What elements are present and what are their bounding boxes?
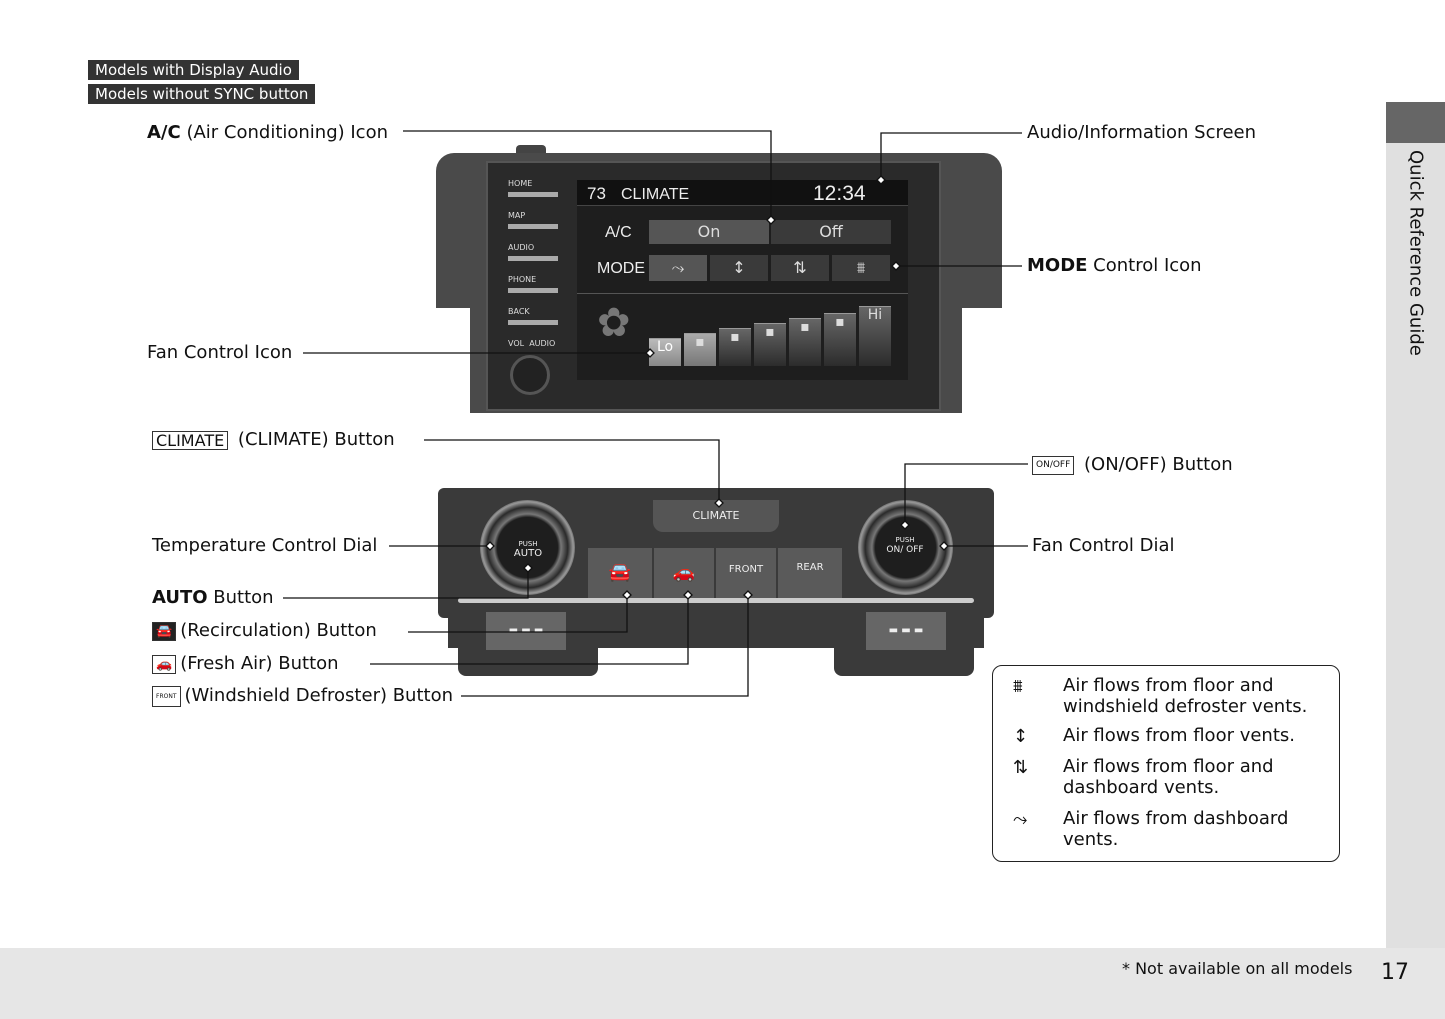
- climate-screen: 73 CLIMATE 12:34 A/C On Off MODE ⤳ ↕ ⇅ ⩩…: [577, 180, 908, 380]
- fan-level-5[interactable]: ▪: [789, 318, 821, 366]
- mode-label: MODE: [597, 260, 645, 277]
- label-audio-screen: Audio/Information Screen: [1027, 122, 1257, 143]
- fresh-air-icon: 🚗: [152, 654, 177, 674]
- climate-icon: CLIMATE: [152, 430, 229, 450]
- fan-level-4[interactable]: ▪: [754, 323, 786, 366]
- fan-level-hi[interactable]: Hi: [859, 306, 891, 366]
- legend-item: Air flows from floor and windshield defr…: [1063, 675, 1308, 717]
- audio-button[interactable]: AUDIO: [508, 243, 558, 275]
- on-off-icon: ON/OFF: [1032, 455, 1075, 475]
- ac-off-button[interactable]: Off: [771, 220, 891, 244]
- recirculation-icon: 🚘: [152, 621, 177, 641]
- climate-button[interactable]: CLIMATE: [653, 500, 779, 532]
- fan-level-6[interactable]: ▪: [824, 313, 856, 366]
- side-tab-bar: [1386, 102, 1445, 948]
- legend-item: Air flows from dashboard vents.: [1063, 808, 1289, 850]
- floor-vent-icon: ↕: [1013, 726, 1029, 747]
- fan-level-2[interactable]: ▪: [684, 333, 716, 366]
- front-defroster-button[interactable]: FRONT: [716, 548, 776, 598]
- label-climate-button: CLIMATE (CLIMATE) Button: [152, 429, 395, 451]
- page-number: 17: [1381, 960, 1409, 985]
- ac-label: A/C: [605, 224, 632, 241]
- volume-knob[interactable]: [510, 355, 550, 395]
- model-tag-no-sync: Models without SYNC button: [88, 84, 316, 104]
- home-button[interactable]: HOME: [508, 179, 558, 211]
- left-seat-heater-button[interactable]: ▬ ▬ ▬: [486, 612, 566, 650]
- footnote: * Not available on all models: [1122, 959, 1353, 978]
- display-unit: HOME MAP AUDIO PHONE BACK VOL AUDIO 73 C…: [430, 145, 1002, 413]
- fan-level-lo[interactable]: Lo: [649, 338, 681, 366]
- right-seat-heater-button[interactable]: ▬ ▬ ▬: [866, 612, 946, 650]
- dash-vent-icon: ⤳: [1013, 809, 1028, 830]
- label-fresh-air-button: 🚗(Fresh Air) Button: [152, 653, 339, 675]
- footer-band: [0, 948, 1445, 1019]
- rear-defroster-button[interactable]: REAR: [778, 548, 842, 598]
- clock: 12:34: [813, 182, 866, 205]
- mode-floor-dash-button[interactable]: ⇅: [771, 255, 829, 281]
- fan-icon: ✿: [597, 301, 631, 345]
- defroster-icon: FRONT: [152, 685, 181, 707]
- back-button[interactable]: BACK: [508, 307, 558, 339]
- mode-floor-defrost-button[interactable]: ⩩: [832, 255, 890, 281]
- label-ac-icon: A/C (Air Conditioning) Icon: [147, 122, 388, 143]
- map-button[interactable]: MAP: [508, 211, 558, 243]
- label-auto-button: AUTO Button: [152, 587, 274, 608]
- legend-item: Air flows from floor and dashboard vents…: [1063, 756, 1274, 798]
- model-tag-display-audio: Models with Display Audio: [88, 60, 299, 80]
- legend-item: Air flows from floor vents.: [1063, 725, 1295, 746]
- fan-level-3[interactable]: ▪: [719, 328, 751, 366]
- screen-title: CLIMATE: [621, 186, 690, 203]
- ac-on-button[interactable]: On: [649, 220, 769, 244]
- label-on-off-button: ON/OFF (ON/OFF) Button: [1032, 454, 1233, 476]
- floor-dash-vent-icon: ⇅: [1013, 757, 1029, 778]
- mode-dash-button[interactable]: ⤳: [649, 255, 707, 281]
- phone-button[interactable]: PHONE: [508, 275, 558, 307]
- audio-power-button[interactable]: AUDIO: [529, 339, 556, 348]
- label-recirculation-button: 🚘(Recirculation) Button: [152, 620, 377, 642]
- vol-label: VOL: [508, 339, 525, 348]
- mode-floor-button[interactable]: ↕: [710, 255, 768, 281]
- mode-legend: ⩩ Air flows from floor and windshield de…: [992, 665, 1340, 862]
- recirculation-button[interactable]: 🚘: [588, 548, 652, 598]
- side-tab-label: Quick Reference Guide: [1405, 150, 1427, 356]
- label-temperature-dial: Temperature Control Dial: [152, 535, 378, 556]
- fresh-air-button[interactable]: 🚗: [654, 548, 714, 598]
- side-buttons: HOME MAP AUDIO PHONE BACK VOL AUDIO: [508, 179, 558, 348]
- label-fan-control-icon: Fan Control Icon: [147, 342, 293, 363]
- label-fan-dial: Fan Control Dial: [1032, 535, 1175, 556]
- label-defroster-button: FRONT(Windshield Defroster) Button: [152, 685, 453, 707]
- floor-defrost-vent-icon: ⩩: [1013, 676, 1023, 697]
- side-tab-marker: [1386, 102, 1445, 143]
- temp-readout: 73: [587, 184, 606, 203]
- label-mode-icon: MODE Control Icon: [1027, 255, 1202, 276]
